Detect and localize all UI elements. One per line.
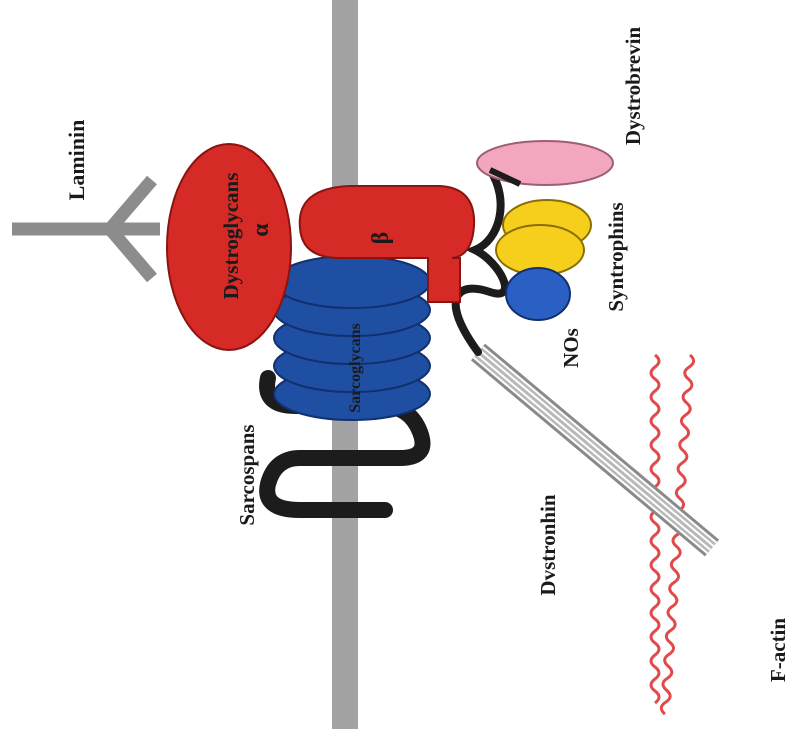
dystrophin-rod — [478, 352, 712, 548]
factin-label: F-actin — [766, 618, 790, 682]
alpha-label: α — [248, 223, 274, 237]
sarcospans-label: Sarcospans — [235, 424, 259, 525]
laminin-label: Laminin — [64, 120, 89, 201]
dystroglycans-label: Dystroglycans — [219, 173, 243, 300]
nos-shape — [506, 268, 570, 320]
dystrobrevin — [477, 141, 613, 185]
dystrophin-label: Dvstronhin — [536, 494, 560, 595]
nos-label: NOs — [559, 328, 583, 368]
syntrophin-discs — [496, 200, 591, 275]
syntrophins-label: Syntrophins — [604, 202, 628, 311]
dystrobrevin-label: Dystrobrevin — [621, 27, 645, 146]
beta-label: β — [368, 232, 394, 245]
sarcoglycans-label: Sarcoglycans — [347, 323, 364, 412]
